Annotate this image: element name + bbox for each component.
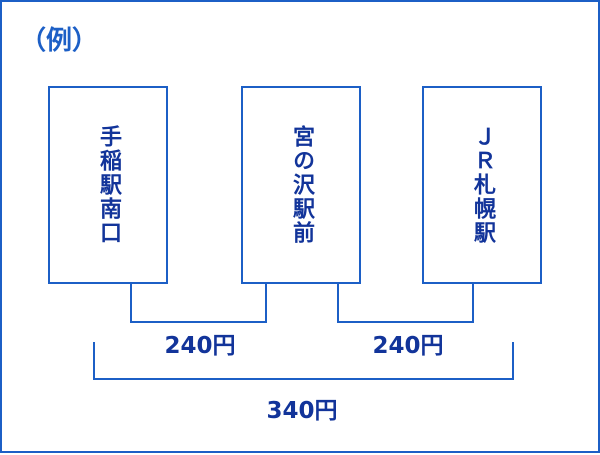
fare-total: 340円	[266, 398, 338, 424]
station-name: ＪＲ札幌駅	[470, 125, 495, 245]
station-name: 宮の沢駅前	[289, 125, 314, 245]
example-label: （例）	[20, 26, 99, 56]
station-name: 手稲駅南口	[96, 125, 121, 245]
station-box-jr-sapporo: ＪＲ札幌駅	[422, 86, 542, 284]
segment-bracket-1	[130, 284, 267, 323]
total-bracket	[93, 342, 514, 380]
station-box-teine-south: 手稲駅南口	[48, 86, 168, 284]
station-box-miyanosawa: 宮の沢駅前	[241, 86, 361, 284]
fare-segment-2: 240円	[372, 333, 444, 359]
segment-bracket-2	[337, 284, 474, 323]
fare-segment-1: 240円	[164, 333, 236, 359]
